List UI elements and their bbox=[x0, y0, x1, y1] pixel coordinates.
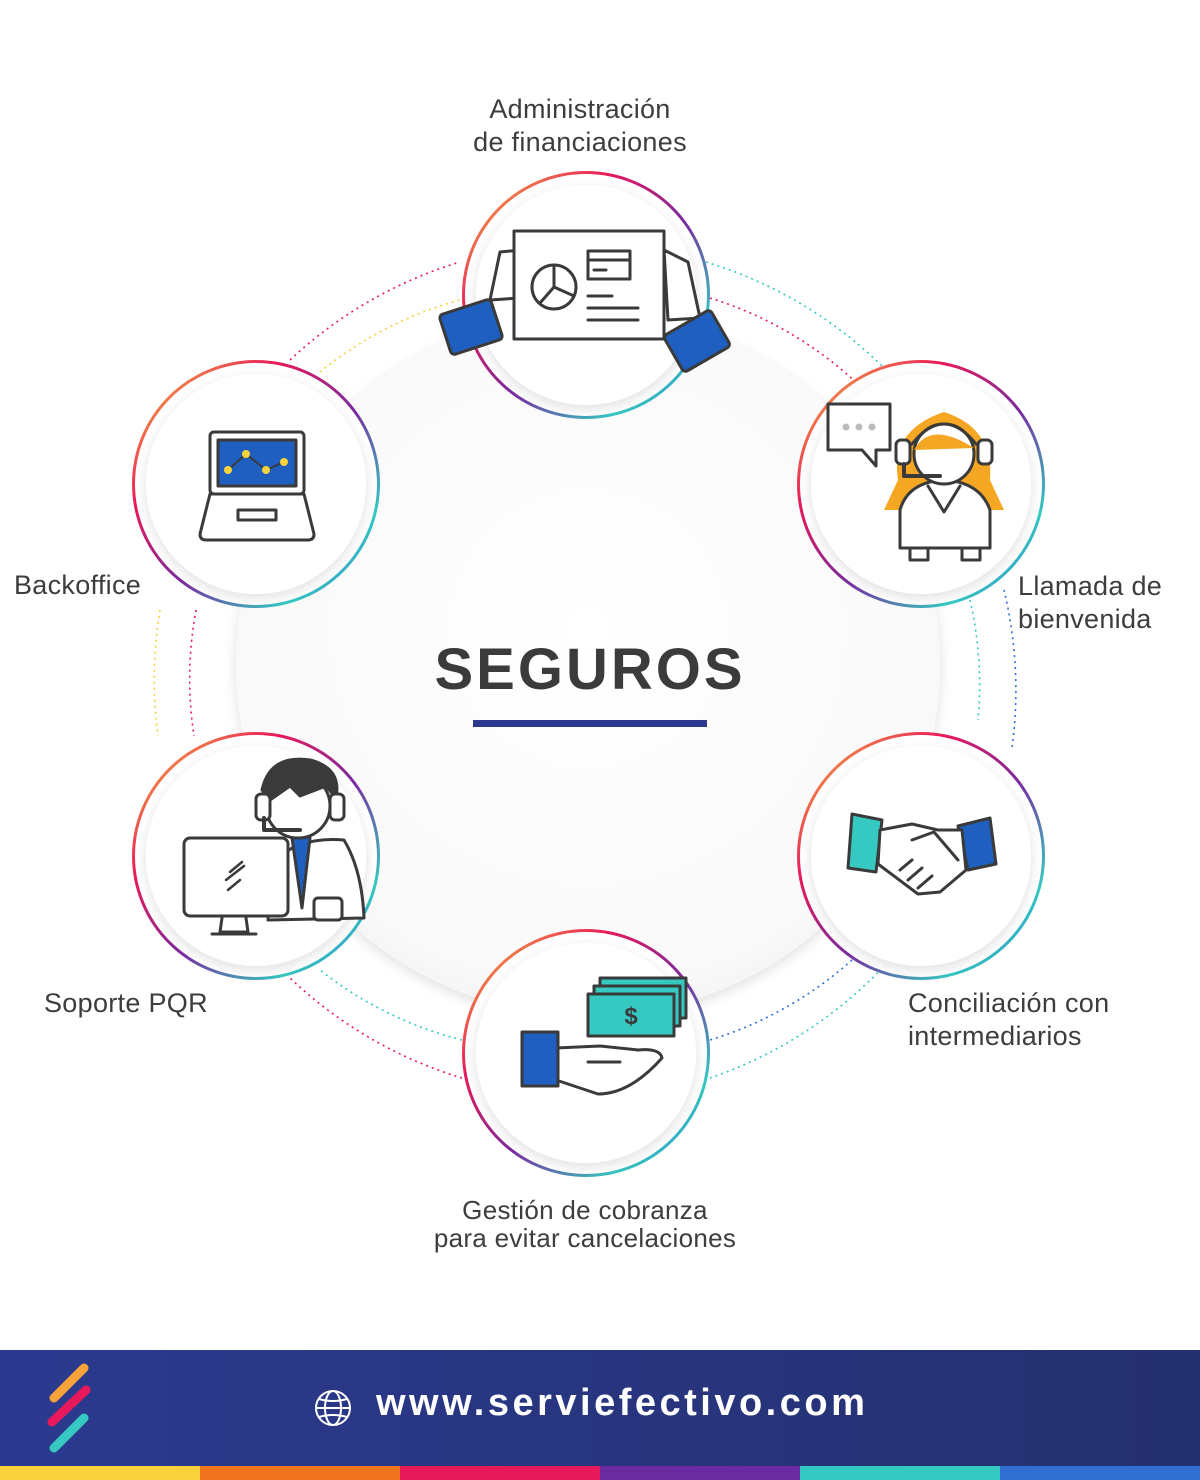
svg-text:$: $ bbox=[624, 1003, 638, 1030]
website-url[interactable]: www.serviefectivo.com bbox=[376, 1382, 869, 1424]
call-agent-icon bbox=[826, 402, 1004, 562]
serviefectivo-logo bbox=[47, 1363, 91, 1453]
title-underline bbox=[473, 720, 707, 727]
stripe-segment bbox=[800, 1466, 1000, 1480]
footer-bar: www.serviefectivo.com bbox=[0, 1350, 1200, 1466]
support-agent-icon bbox=[182, 757, 366, 936]
stripe-segment bbox=[600, 1466, 800, 1480]
label-soporte: Soporte PQR bbox=[44, 988, 208, 1018]
laptop-chart-icon bbox=[198, 430, 316, 542]
document-hands-icon bbox=[438, 229, 731, 373]
handshake-icon bbox=[846, 812, 998, 896]
globe-icon bbox=[315, 1390, 351, 1426]
stripe-segment bbox=[0, 1466, 200, 1480]
services-diagram: $ bbox=[132, 171, 1045, 1177]
money-hand-icon: $ bbox=[520, 976, 688, 1096]
center-hub bbox=[236, 312, 940, 1016]
page-title: SEGUROS bbox=[434, 637, 746, 702]
stripe-segment bbox=[1000, 1466, 1200, 1480]
stripe-segment bbox=[200, 1466, 400, 1480]
label-backoffice: Backoffice bbox=[14, 570, 142, 600]
stripe-segment bbox=[400, 1466, 600, 1480]
color-stripe bbox=[0, 1466, 1200, 1480]
